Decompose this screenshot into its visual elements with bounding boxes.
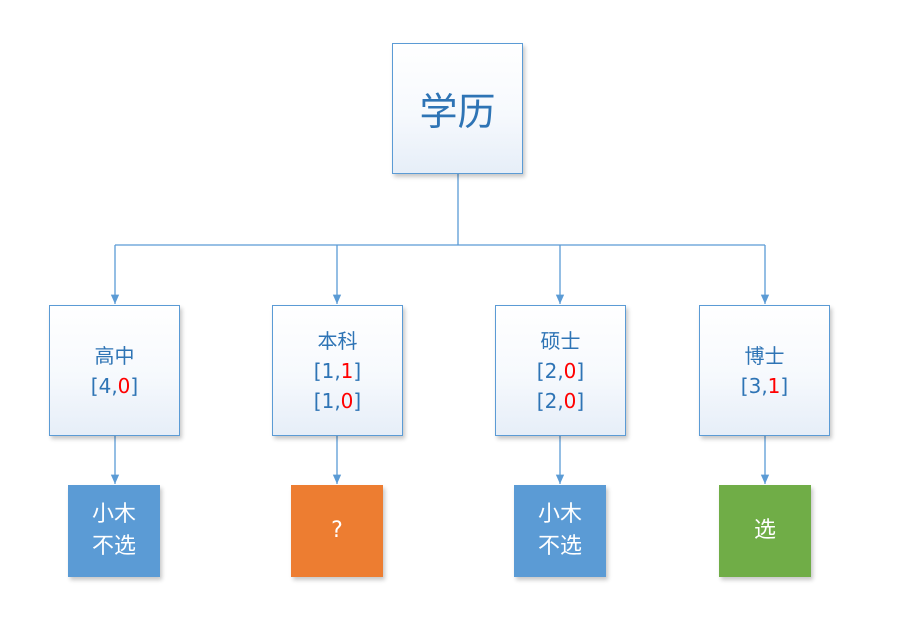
category-node-master: 硕士 [2,0] [2,0] (495, 305, 626, 436)
count-value-highlight: 0 (117, 373, 131, 398)
result-node-selected: 选 (719, 485, 811, 577)
count-pair: [1,1] (313, 358, 362, 383)
result-node-not-selected: 小木 不选 (514, 485, 606, 577)
count-value-highlight: 1 (767, 373, 781, 398)
root-node-label: 学历 (419, 90, 496, 134)
count-value-highlight: 0 (563, 358, 577, 383)
result-label-line: ? (331, 518, 343, 543)
count-pair: [4,0] (90, 373, 139, 398)
count-value-highlight: 0 (340, 388, 354, 413)
result-label-line: 选 (753, 518, 776, 543)
category-label: 高中 (94, 343, 135, 368)
result-label-line: 不选 (91, 534, 136, 559)
count-pair: [2,0] (536, 388, 585, 413)
category-node-high-school: 高中 [4,0] (49, 305, 180, 436)
root-node-education: 学历 (392, 43, 523, 174)
count-value: 1 (321, 358, 335, 383)
count-value: 2 (544, 358, 558, 383)
count-pair: [3,1] (740, 373, 789, 398)
result-node-unknown: ? (291, 485, 383, 577)
count-value-highlight: 1 (340, 358, 354, 383)
result-label-line: 小木 (537, 502, 582, 527)
category-node-bachelor: 本科 [1,1] [1,0] (272, 305, 403, 436)
result-label-line: 小木 (91, 502, 136, 527)
result-label-line: 不选 (537, 534, 582, 559)
count-pair: [1,0] (313, 388, 362, 413)
category-label: 硕士 (540, 328, 581, 353)
count-value-highlight: 0 (563, 388, 577, 413)
category-label: 本科 (317, 328, 358, 353)
count-value: 4 (98, 373, 112, 398)
category-label: 博士 (744, 343, 785, 368)
result-node-not-selected: 小木 不选 (68, 485, 160, 577)
count-value: 3 (748, 373, 762, 398)
category-node-doctor: 博士 [3,1] (699, 305, 830, 436)
count-value: 2 (544, 388, 558, 413)
count-value: 1 (321, 388, 335, 413)
count-pair: [2,0] (536, 358, 585, 383)
